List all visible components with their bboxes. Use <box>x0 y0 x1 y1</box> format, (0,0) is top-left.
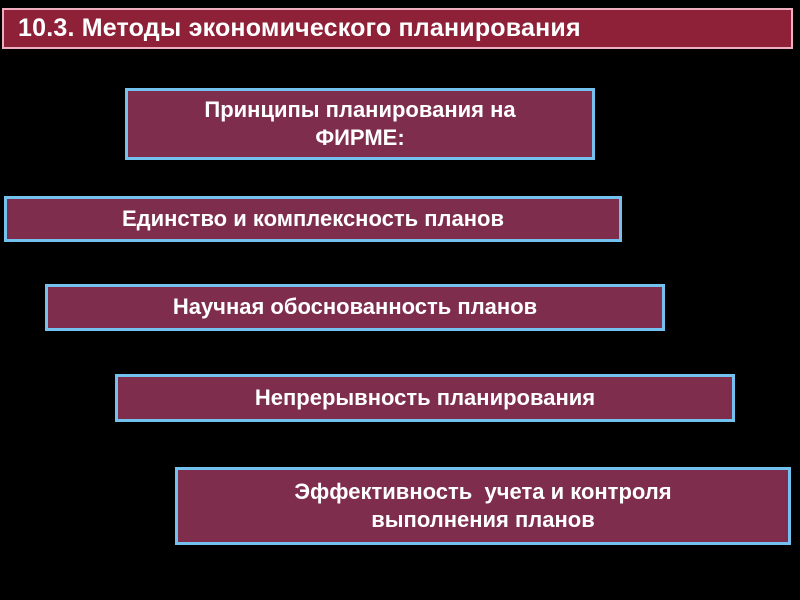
principle-box-label: Научная обоснованность планов <box>172 294 538 320</box>
principle-box-label: Единство и комплексность планов <box>121 205 505 231</box>
principle-box-continuity: Непрерывность планирования <box>115 374 735 422</box>
principle-box-label: Непрерывность планирования <box>254 384 596 410</box>
principle-box-scientific: Научная обоснованность планов <box>45 284 665 331</box>
principle-box-label-line-2: выполнения планов <box>371 507 595 532</box>
header-box-line-1: Принципы планирования на <box>204 96 516 122</box>
principle-box-label-line-1: Эффективность учета и контроля <box>294 478 672 504</box>
header-box-line-2: ФИРМЕ: <box>315 125 405 150</box>
principle-box-unity: Единство и комплексность планов <box>4 196 622 242</box>
slide-title-bar: 10.3. Методы экономического планирования <box>2 8 793 49</box>
principles-header-box: Принципы планирования на ФИРМЕ: <box>125 88 595 160</box>
slide-title-text: 10.3. Методы экономического планирования <box>18 14 581 42</box>
principle-box-efficiency: Эффективность учета и контроля выполнени… <box>175 467 791 545</box>
